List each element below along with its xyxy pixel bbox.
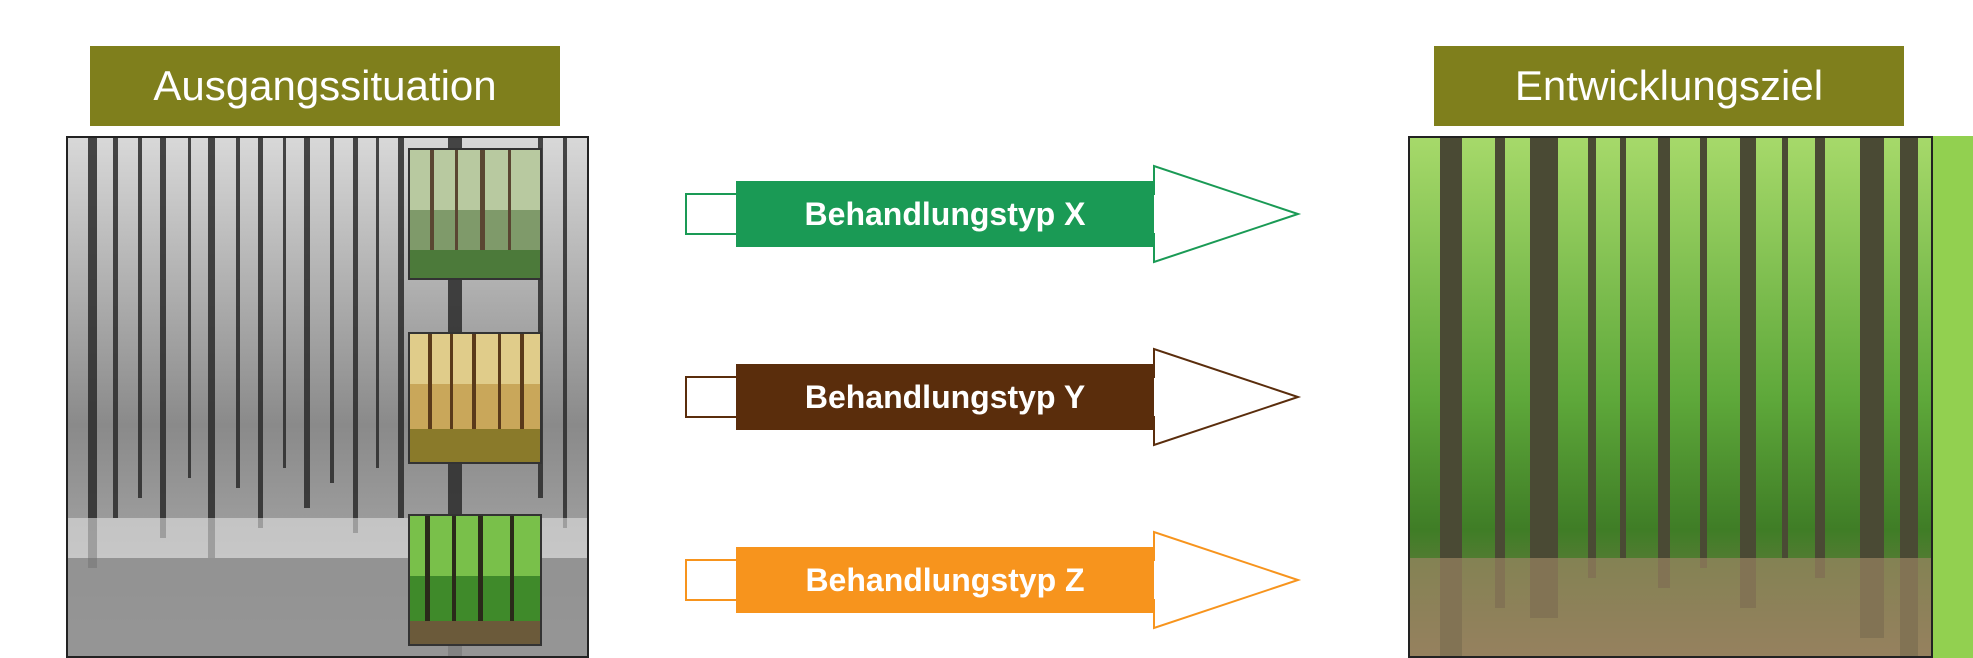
arrow-y-body (736, 364, 1154, 430)
inset-green-forest-photo (408, 514, 542, 646)
arrow-x-label: Behandlungstyp X (804, 195, 1086, 232)
header-entwicklungsziel: Entwicklungsziel (1434, 46, 1904, 126)
arrow-x-body (736, 181, 1154, 247)
inset-autumn-forest-photo (408, 332, 542, 464)
treatment-arrow-x: Behandlungstyp X (684, 164, 1310, 264)
arrow-y-label: Behandlungstyp Y (804, 378, 1086, 415)
inset-pine-forest-photo (408, 148, 542, 280)
header-ausgangssituation: Ausgangssituation (90, 46, 560, 126)
treatment-arrow-y: Behandlungstyp Y (684, 347, 1310, 447)
arrow-z-body (736, 547, 1154, 613)
arrow-z-label: Behandlungstyp Z (805, 561, 1085, 598)
green-side-bar (1933, 136, 1973, 658)
target-forest-photo (1408, 136, 1933, 658)
treatment-arrow-z: Behandlungstyp Z (684, 530, 1310, 630)
